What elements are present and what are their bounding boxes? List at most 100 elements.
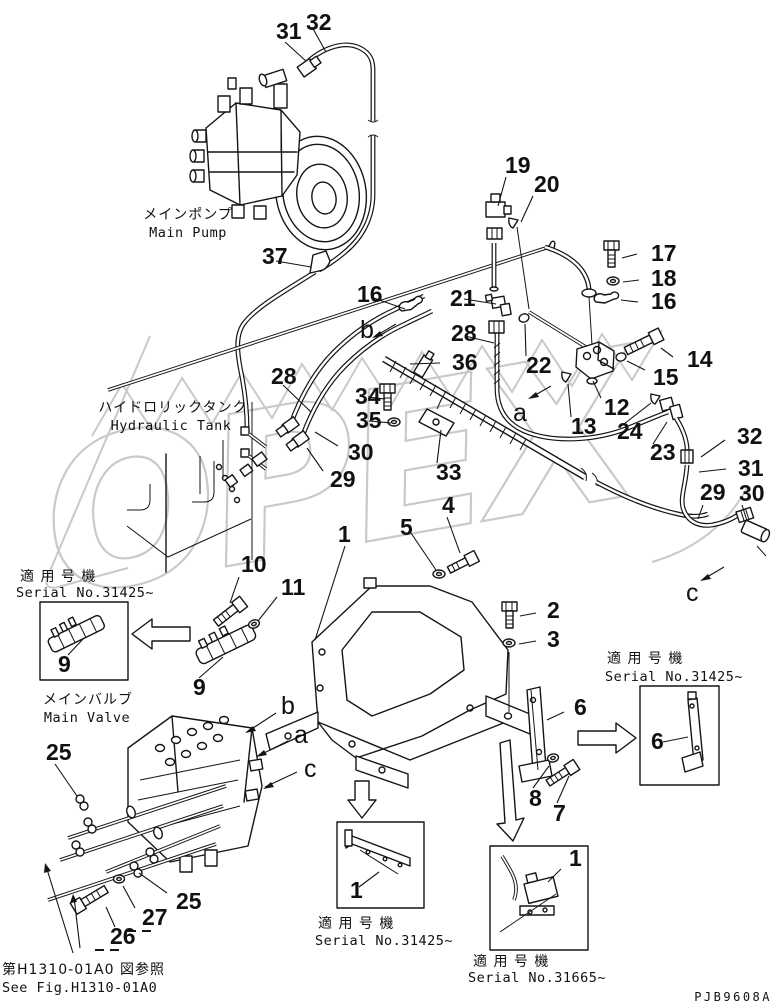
- part-label-10: 10: [241, 551, 267, 577]
- view-label-a: a: [294, 721, 308, 749]
- caption-適 用 号 機: 適 用 号 機: [318, 915, 394, 932]
- part-label-28: 28: [451, 320, 477, 346]
- part-label-6: 6: [651, 728, 664, 754]
- manifold-9-drawing: [195, 595, 261, 665]
- view-arrows: [44, 323, 725, 954]
- part-label-34: 34: [355, 383, 381, 409]
- hose-19-drawing: [485, 193, 530, 310]
- caption-Serial No.31665~: Serial No.31665~: [468, 970, 606, 986]
- leader-lines: [54, 26, 748, 928]
- caption-適 用 号 機: 適 用 号 機: [20, 568, 96, 585]
- view-label-c: c: [304, 755, 317, 783]
- view-label-b: b: [281, 692, 295, 720]
- view-label-c: c: [686, 579, 699, 607]
- part-label-27: 27: [142, 904, 168, 930]
- part-label-32: 32: [306, 9, 332, 35]
- part-label-5: 5: [400, 514, 413, 540]
- caption-第H1310-01A0 図参照: 第H1310-01A0 図参照: [2, 961, 165, 978]
- fasteners-center: [379, 383, 518, 648]
- inset-box-1-right: [489, 845, 589, 951]
- part-label-26: 26: [110, 923, 136, 949]
- arrow-to-box-1-right: [496, 739, 525, 842]
- caption-Main Valve: Main Valve: [44, 710, 130, 726]
- part-label-28: 28: [271, 363, 297, 389]
- part-label-36: 36: [452, 349, 478, 375]
- inset-box-1-mid: [336, 821, 425, 909]
- caption-適 用 号 機: 適 用 号 機: [607, 650, 683, 667]
- elbow-17-drawing: [544, 240, 620, 346]
- flow-arrows: [131, 618, 637, 842]
- main-pump-drawing: [189, 68, 368, 251]
- part-label-1: 1: [338, 521, 351, 547]
- part-label-7: 7: [553, 800, 566, 826]
- part-label-15: 15: [653, 364, 679, 390]
- part-label-3: 3: [547, 626, 560, 652]
- part-label-19: 19: [505, 152, 531, 178]
- part-label-1: 1: [569, 845, 582, 871]
- part-label-24: 24: [617, 418, 643, 444]
- part-label-29: 29: [700, 479, 726, 505]
- part-label-20: 20: [534, 171, 560, 197]
- part-label-4: 4: [442, 492, 455, 518]
- inset-box-6: [639, 685, 720, 786]
- drawing-layer: [39, 26, 771, 954]
- caption-Hydraulic Tank: Hydraulic Tank: [111, 418, 232, 434]
- part-label-33: 33: [436, 459, 462, 485]
- part-label-1: 1: [350, 877, 363, 903]
- part-6-drawing: [518, 686, 581, 787]
- caption-PJB9608A: PJB9608A: [694, 990, 772, 1003]
- caption-メインポンプ: メインポンプ: [143, 207, 233, 223]
- part-label-9: 9: [58, 651, 71, 677]
- part-label-6: 6: [574, 694, 587, 720]
- view-label-a: a: [513, 399, 527, 427]
- inset-box-9: [39, 601, 129, 681]
- caption-適 用 号 機: 適 用 号 機: [473, 953, 549, 970]
- part-label-11: 11: [281, 574, 306, 600]
- part-label-18: 18: [651, 265, 677, 291]
- part-label-21: 21: [450, 285, 476, 311]
- arrow-to-box-1-mid: [347, 780, 377, 819]
- block-12-drawing: [561, 327, 665, 405]
- part-label-16: 16: [357, 281, 383, 307]
- part-label-35: 35: [356, 407, 382, 433]
- part-label-22: 22: [526, 352, 552, 378]
- part-label-2: 2: [547, 597, 560, 623]
- hose-right-drawing: [658, 396, 771, 557]
- caption-メインバルブ: メインバルブ: [43, 691, 133, 708]
- part-label-17: 17: [651, 240, 677, 266]
- part-label-37: 37: [262, 243, 288, 269]
- caption-Serial No.31425~: Serial No.31425~: [16, 585, 154, 601]
- part-label-30: 30: [739, 480, 765, 506]
- part-label-12: 12: [604, 394, 630, 420]
- clamp-37: [309, 250, 331, 274]
- part-label-31: 31: [276, 18, 302, 44]
- hose-28-right: [484, 293, 669, 442]
- caption-See Fig.H1310-01A0: See Fig.H1310-01A0: [2, 980, 157, 996]
- part-label-9: 9: [193, 674, 206, 700]
- part-label-8: 8: [529, 785, 542, 811]
- part-label-16: 16: [651, 288, 677, 314]
- part-label-14: 14: [687, 346, 713, 372]
- caption-Serial No.31425~: Serial No.31425~: [605, 669, 743, 685]
- part-label-32: 32: [737, 423, 763, 449]
- hydraulic-tank-drawing: [126, 402, 268, 573]
- banded-pipe-drawing: [382, 350, 709, 519]
- view-label-b: b: [360, 316, 374, 344]
- arrow-to-box-9: [131, 618, 191, 650]
- part-label-31: 31: [738, 455, 764, 481]
- long-pipe-drawing: [107, 240, 556, 392]
- caption-Main Pump: Main Pump: [149, 225, 227, 241]
- part-label-25: 25: [46, 739, 72, 765]
- caption-Serial No.31425~: Serial No.31425~: [315, 933, 453, 949]
- inset-boxes: [39, 601, 720, 951]
- bracket-1-drawing: [265, 577, 531, 789]
- part-label-29: 29: [330, 466, 356, 492]
- arrow-to-box-6: [577, 722, 637, 754]
- main-valve-drawing: [47, 715, 264, 915]
- part-label-23: 23: [650, 439, 676, 465]
- part-label-30: 30: [348, 439, 374, 465]
- part-label-25: 25: [176, 888, 202, 914]
